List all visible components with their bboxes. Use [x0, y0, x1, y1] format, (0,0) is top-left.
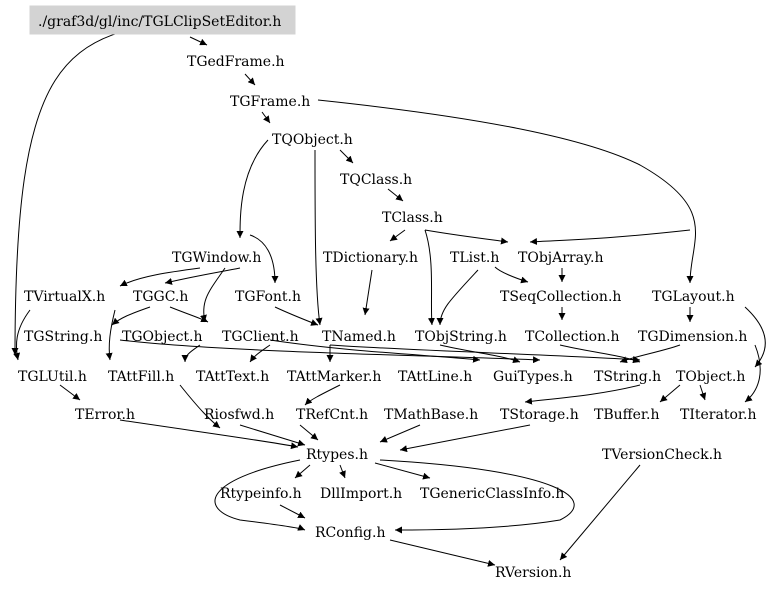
node-tseqcollection[interactable]: TSeqCollection.h [500, 289, 621, 305]
node-riosfwd[interactable]: Riosfwd.h [204, 407, 274, 423]
node-tstring[interactable]: TString.h [594, 369, 661, 385]
node-tlist[interactable]: TList.h [450, 250, 499, 266]
node-tattmarker[interactable]: TAttMarker.h [287, 369, 381, 385]
node-tversioncheck[interactable]: TVersionCheck.h [602, 447, 722, 463]
node-rconfig[interactable]: RConfig.h [315, 525, 385, 541]
node-titerator[interactable]: TIterator.h [680, 407, 757, 423]
node-tgwindow[interactable]: TGWindow.h [172, 250, 261, 266]
node-tstorage[interactable]: TStorage.h [500, 407, 579, 423]
node-tobjstring[interactable]: TObjString.h [415, 329, 507, 345]
node-tgfont[interactable]: TGFont.h [235, 289, 301, 305]
node-dllimport[interactable]: DllImport.h [320, 486, 402, 502]
node-tclass[interactable]: TClass.h [382, 210, 443, 226]
node-tbuffer[interactable]: TBuffer.h [594, 407, 660, 423]
node-guitypes[interactable]: GuiTypes.h [493, 369, 573, 385]
node-tgframe[interactable]: TGFrame.h [230, 94, 310, 110]
node-tgdimension[interactable]: TGDimension.h [638, 329, 747, 345]
node-tqclass[interactable]: TQClass.h [340, 172, 412, 188]
node-root[interactable]: ./graf3d/gl/inc/TGLClipSetEditor.h [38, 14, 281, 30]
graph-nodes: ./graf3d/gl/inc/TGLClipSetEditor.h TGedF… [18, 14, 757, 581]
node-tgobject[interactable]: TGObject.h [122, 329, 203, 345]
root-node-box [29, 5, 296, 35]
node-tcollection[interactable]: TCollection.h [525, 329, 620, 345]
node-tattfill[interactable]: TAttFill.h [108, 369, 174, 385]
node-tglutil[interactable]: TGLUtil.h [18, 369, 87, 385]
node-tobjarray[interactable]: TObjArray.h [518, 250, 603, 266]
node-rversion[interactable]: RVersion.h [495, 565, 571, 581]
dependency-edges [11, 19, 766, 567]
node-tgedframe[interactable]: TGedFrame.h [187, 54, 285, 70]
node-tdictionary[interactable]: TDictionary.h [323, 250, 418, 266]
node-trefcnt[interactable]: TRefCnt.h [296, 407, 368, 423]
node-tglayout[interactable]: TGLayout.h [652, 289, 735, 305]
node-tgstring[interactable]: TGString.h [24, 329, 102, 345]
node-tqobject[interactable]: TQObject.h [272, 132, 353, 148]
node-tattline[interactable]: TAttLine.h [398, 369, 472, 385]
node-tobject[interactable]: TObject.h [676, 369, 745, 385]
node-tggc[interactable]: TGGC.h [133, 289, 188, 305]
node-tgenericclassinfo[interactable]: TGenericClassInfo.h [420, 486, 564, 502]
node-rtypes[interactable]: Rtypes.h [306, 447, 368, 463]
node-tmathbase[interactable]: TMathBase.h [384, 407, 478, 423]
node-tvirtualx[interactable]: TVirtualX.h [24, 289, 105, 305]
node-tatttext[interactable]: TAttText.h [196, 369, 269, 385]
node-terror[interactable]: TError.h [75, 407, 135, 423]
node-tnamed[interactable]: TNamed.h [322, 329, 396, 345]
node-rtypeinfo[interactable]: Rtypeinfo.h [220, 486, 302, 502]
node-tgclient[interactable]: TGClient.h [222, 329, 299, 345]
